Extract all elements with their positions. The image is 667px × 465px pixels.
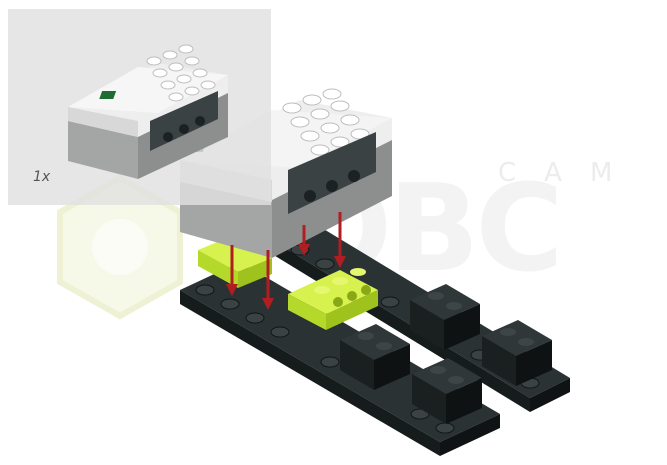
parts-callout-panel: 1x [8, 9, 271, 205]
part-quantity-label: 1x [33, 169, 50, 185]
